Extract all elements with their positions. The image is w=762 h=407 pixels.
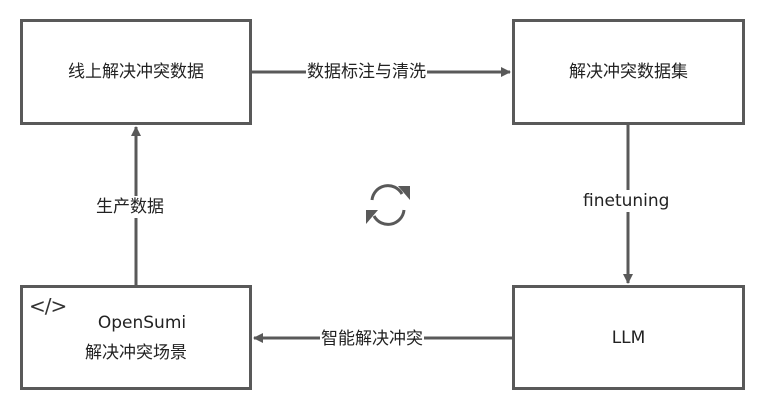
node-conflict-dataset: 解决冲突数据集	[512, 19, 745, 125]
node-label: 解决冲突数据集	[569, 62, 688, 82]
node-label: LLM	[611, 327, 646, 348]
edge-label-annotate: 数据标注与清洗	[306, 61, 427, 83]
edge-label-produce: 生产数据	[95, 196, 165, 218]
edge-label-smart-resolve: 智能解决冲突	[320, 328, 424, 350]
node-online-conflict-data: 线上解决冲突数据	[20, 19, 252, 125]
node-label-line2: 解决冲突场景	[85, 342, 187, 363]
node-opensumi-scene: </> OpenSumi 解决冲突场景	[20, 285, 252, 390]
node-llm: LLM	[512, 285, 745, 390]
node-label: 线上解决冲突数据	[68, 62, 204, 82]
edge-label-finetune: finetuning	[582, 190, 671, 212]
node-label-line1: OpenSumi	[97, 312, 187, 333]
code-icon: </>	[29, 294, 67, 318]
sync-cycle-icon	[366, 184, 410, 226]
